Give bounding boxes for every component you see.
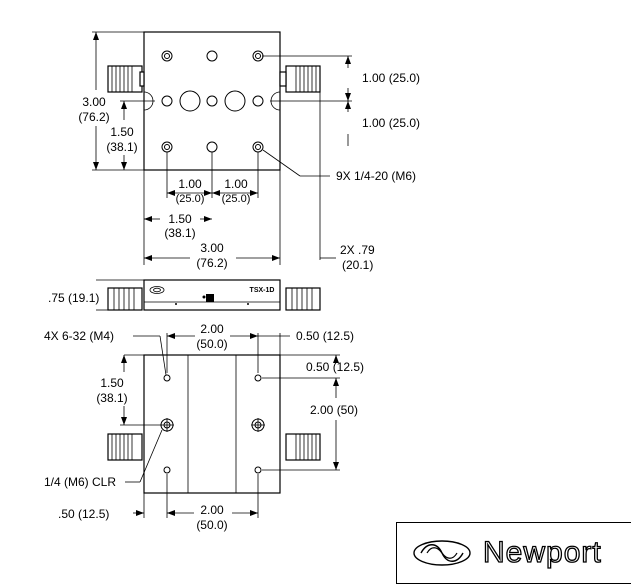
side-view: TSX-1D .75 (19.1) [48, 279, 321, 311]
lock-screw-icon [202, 294, 214, 302]
bottom-holes [160, 374, 265, 474]
top-half-width-in: 1.50 [168, 212, 192, 226]
top-pitch-b-in: 1.00 [224, 177, 248, 191]
top-half-width-mm: (38.1) [164, 226, 195, 240]
bottom-hole-spacing: 2.00 (50) [310, 403, 358, 417]
newport-swoosh-icon [413, 540, 471, 566]
brand-name: Newport [482, 536, 602, 569]
micrometer-left [107, 65, 145, 93]
top-view: 3.00 (76.2) 1.50 (38.1) 1.00 (25.0) 1.00… [78, 31, 420, 272]
top-width-mm: (76.2) [196, 256, 227, 270]
top-half-height-mm: (38.1) [106, 140, 137, 154]
bottom-left-offset: .50 (12.5) [58, 507, 109, 521]
top-half-height-in: 1.50 [110, 125, 134, 139]
bottom-clearance-callout: 1/4 (M6) CLR [44, 475, 116, 489]
bottom-spacing-mm: (50.0) [196, 518, 227, 532]
bottom-vertical-mm: (38.1) [96, 391, 127, 405]
bottom-micrometer-left [107, 433, 143, 461]
micrometer-right [279, 65, 321, 93]
bottom-spacing-in: 2.00 [200, 503, 224, 517]
side-micrometer-left [107, 287, 143, 311]
top-height-mm: (76.2) [78, 110, 109, 124]
top-bottom-dimensions [143, 92, 336, 265]
top-height-in: 3.00 [82, 95, 106, 109]
top-holes [143, 50, 281, 153]
bottom-top-spacing-in: 2.00 [200, 322, 224, 336]
bottom-micrometer-right [285, 433, 321, 461]
top-pitch-upper: 1.00 (25.0) [362, 71, 420, 85]
top-pitch-a-mm: (25.0) [176, 193, 205, 205]
side-micrometer-right [285, 287, 321, 311]
top-micrometer-in: 2X .79 [340, 243, 375, 257]
top-right-dimensions [262, 55, 352, 177]
bottom-top-offset: 0.50 (12.5) [296, 329, 354, 343]
bottom-dimensions [120, 333, 340, 518]
top-pitch-b-mm: (25.0) [222, 193, 251, 205]
bottom-view: 4X 6-32 (M4) 2.00 (50.0) 0.50 (12.5) 0.5… [44, 322, 364, 532]
top-pitch-a-in: 1.00 [178, 177, 202, 191]
side-height: .75 (19.1) [48, 291, 99, 305]
top-width-in: 3.00 [200, 241, 224, 255]
top-pitch-lower: 1.00 (25.0) [362, 116, 420, 130]
bottom-holes-callout: 4X 6-32 (M4) [44, 329, 114, 343]
side-logo-icon [149, 286, 165, 294]
side-model-label: TSX-1D [250, 287, 275, 294]
bottom-top-spacing-mm: (50.0) [196, 337, 227, 351]
bottom-vertical-in: 1.50 [100, 376, 124, 390]
top-left-dimensions [92, 31, 155, 171]
newport-logo: Newport [396, 522, 631, 584]
bottom-side-offset: 0.50 (12.5) [306, 360, 364, 374]
top-holes-callout: 9X 1/4-20 (M6) [336, 169, 416, 183]
top-micrometer-mm: (20.1) [342, 258, 373, 272]
